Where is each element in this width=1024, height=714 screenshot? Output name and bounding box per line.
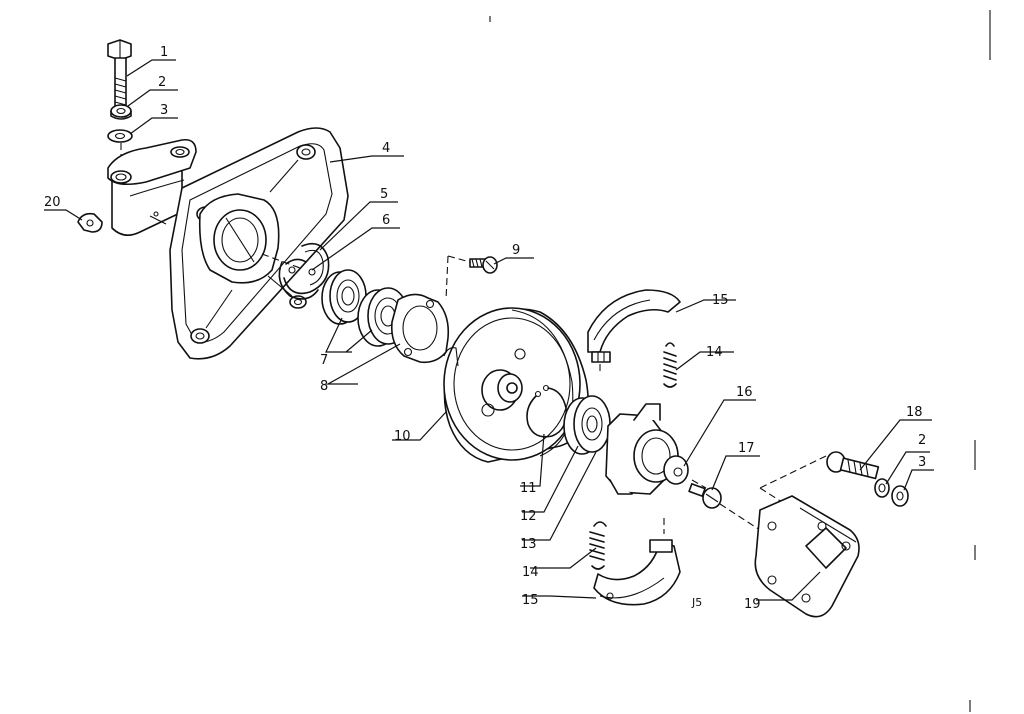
part-15-clutch-shoe-upper [587, 289, 681, 363]
part-2-spring-washer [110, 104, 132, 120]
part-13-bearing [563, 395, 611, 455]
callout-16: 16 [736, 385, 753, 400]
callout-17: 17 [738, 441, 755, 456]
callout-13: 13 [520, 537, 537, 552]
callout-1: 1 [160, 45, 168, 60]
part-9-screw [445, 255, 498, 301]
part-4-clutch-housing [107, 127, 349, 360]
callout-4: 4 [382, 141, 390, 156]
leader-lines [44, 59, 934, 601]
part-7-bearing-a [321, 269, 367, 325]
clutch-hub [605, 403, 689, 495]
part-11-snap-ring [526, 384, 568, 438]
part-6-circlip [278, 258, 319, 300]
callout-3-right: 3 [918, 455, 926, 470]
callout-11: 11 [520, 481, 537, 496]
part-17-screw [688, 483, 722, 509]
drawing-code: J5 [691, 596, 702, 609]
scan-marks [489, 10, 991, 712]
callout-5: 5 [380, 187, 388, 202]
part-2-spring-washer-right [874, 478, 890, 498]
callout-10: 10 [394, 429, 411, 444]
part-3-flat-washer [107, 129, 133, 143]
part-3-flat-washer-right [891, 485, 909, 507]
callout-6: 6 [382, 213, 390, 228]
callout-14-upper: 14 [706, 345, 723, 360]
part-14-spring-lower [589, 521, 607, 570]
part-8-bearing-cover [390, 293, 450, 364]
part-1-bolt [107, 39, 132, 107]
part-19-adapter-plate [754, 495, 860, 618]
part-15-clutch-shoe-lower [593, 539, 681, 606]
callout-15-upper: 15 [712, 293, 729, 308]
callout-15-lower: 15 [522, 593, 539, 608]
callout-12: 12 [520, 509, 537, 524]
callout-14-lower: 14 [522, 565, 539, 580]
callout-3: 3 [160, 103, 168, 118]
callout-2-right: 2 [918, 433, 926, 448]
callout-2: 2 [158, 75, 166, 90]
callout-8: 8 [320, 379, 328, 394]
part-14-spring-upper [663, 342, 677, 388]
callout-18: 18 [906, 405, 923, 420]
callout-20: 20 [44, 195, 61, 210]
callout-labels: 1 2 3 4 5 6 7 8 9 10 11 12 13 15 14 16 1… [44, 45, 926, 612]
callout-9: 9 [512, 243, 520, 258]
part-18-bolt [826, 451, 880, 480]
part-10-clutch-drum [443, 307, 589, 463]
part-20-tab-washer [77, 212, 103, 233]
callout-19: 19 [744, 597, 761, 612]
callout-7: 7 [320, 353, 328, 368]
